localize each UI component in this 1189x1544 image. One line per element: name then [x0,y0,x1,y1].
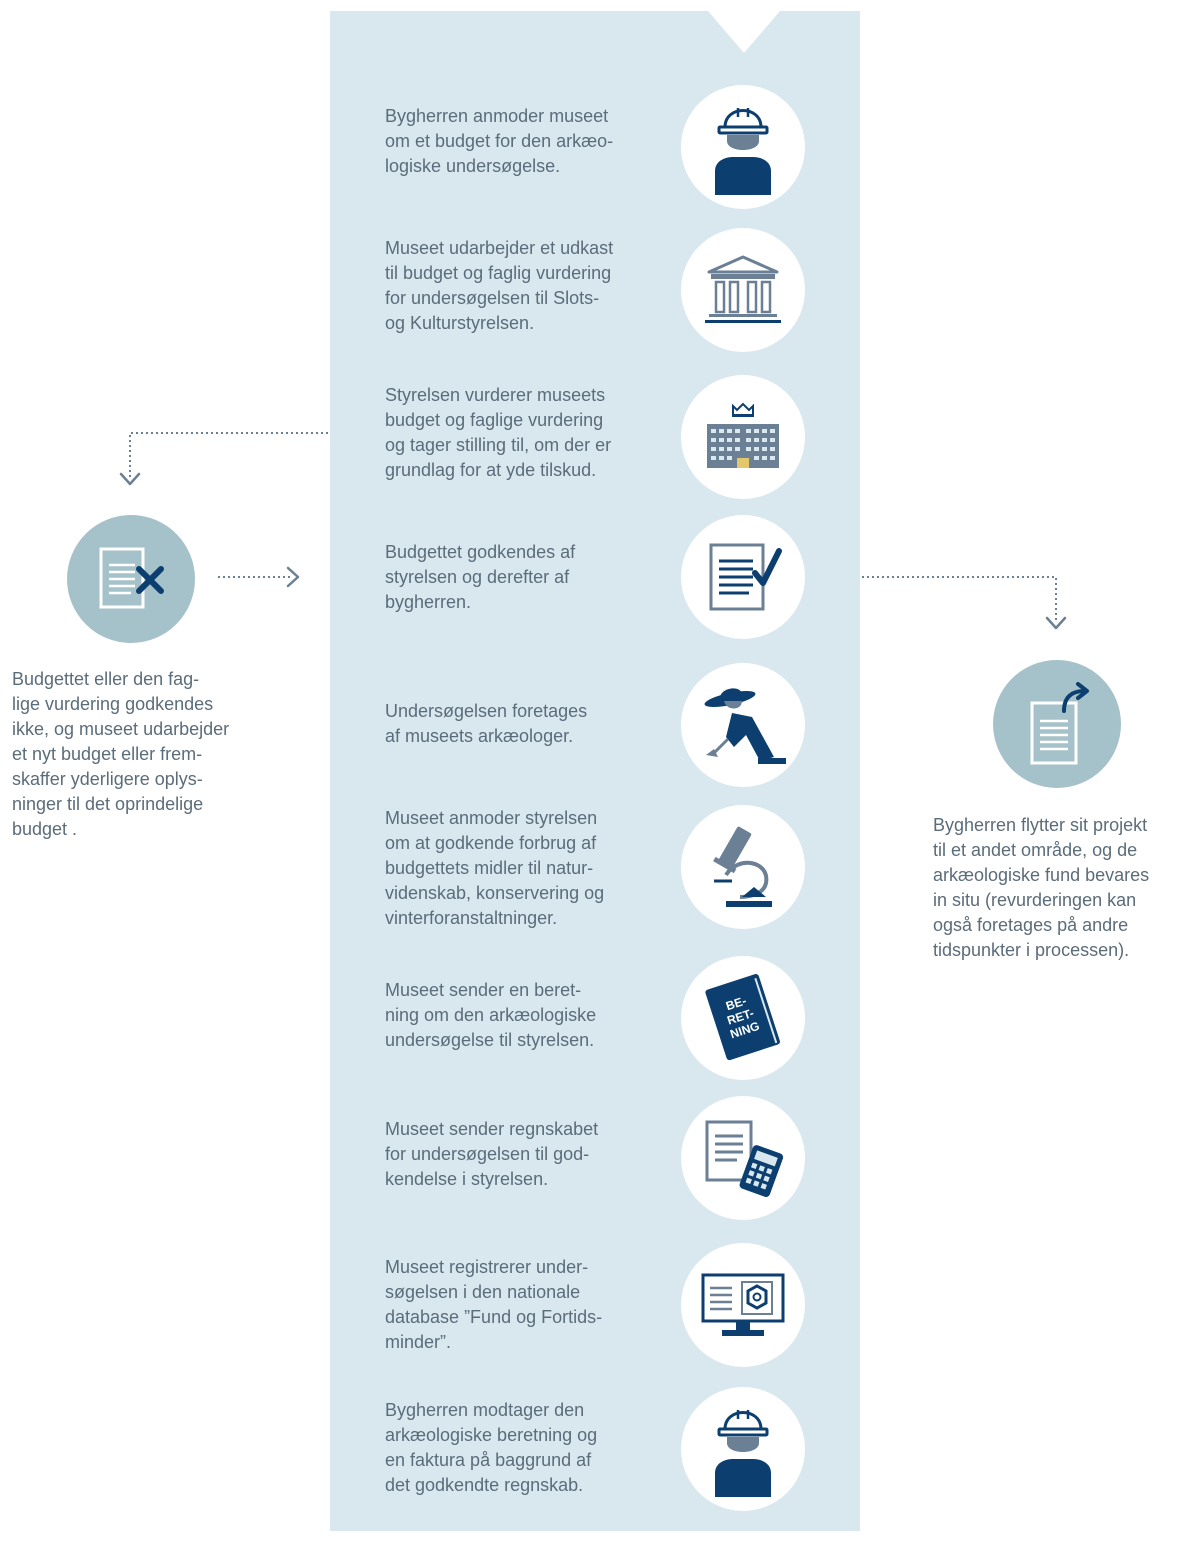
step-1-text: Bygherren anmoder museet om et budget fo… [385,106,614,176]
builder-icon [715,1410,771,1497]
step-3-circle [681,375,805,499]
arrow-down-left [119,472,141,486]
left-branch-circle [67,515,195,643]
step-9-text: Museet registrerer under- søgelsen i den… [385,1257,603,1352]
agency-building-icon [707,402,779,468]
approved-document-icon [709,543,782,611]
report-book-icon: BE- RET- NING [705,973,780,1061]
arrow-down-right [1045,616,1067,630]
accounts-calculator-icon [705,1120,784,1198]
right-branch-circle [993,660,1121,788]
step-5-circle [681,663,805,787]
column-notch [708,11,780,53]
step-7-text: Museet sender en beret- ning om den arkæ… [385,980,597,1050]
step-8-text: Museet sender regnskabet for undersøgels… [385,1119,599,1189]
right-branch-text: Bygherren flytter sit projekt til et and… [933,815,1150,960]
museum-icon [705,255,781,323]
relocate-document-icon [1030,682,1089,765]
step-6-text: Museet anmoder styrelsen om at godkende … [385,808,605,928]
step-8-circle [681,1096,805,1220]
step-7-circle: BE- RET- NING [681,956,805,1080]
step-2-text: Museet udarbejder et udkast til budget o… [385,238,614,333]
microscope-icon [713,826,772,907]
step-3-text: Styrelsen vurderer museets budget og fag… [385,385,612,480]
step-2-circle [681,228,805,352]
step-10-text: Bygherren modtager den arkæologiske bere… [385,1400,598,1495]
rejected-document-icon [99,547,164,609]
step-9-circle [681,1243,805,1367]
arrow-right [286,566,300,588]
step-4-circle [681,515,805,639]
step-10-circle [681,1387,805,1511]
step-4-text: Budgettet godkendes af styrelsen og dere… [385,542,576,612]
book-label-line-1: BE- [724,994,748,1014]
step-1-circle [681,85,805,209]
database-monitor-icon [701,1273,785,1336]
step-6-circle [681,805,805,929]
archaeologist-icon [704,688,786,764]
left-branch-text: Budgettet eller den fag- lige vurdering … [12,669,230,839]
builder-icon [715,108,771,195]
step-5-text: Undersøgelsen foretages af museets arkæo… [385,701,588,746]
